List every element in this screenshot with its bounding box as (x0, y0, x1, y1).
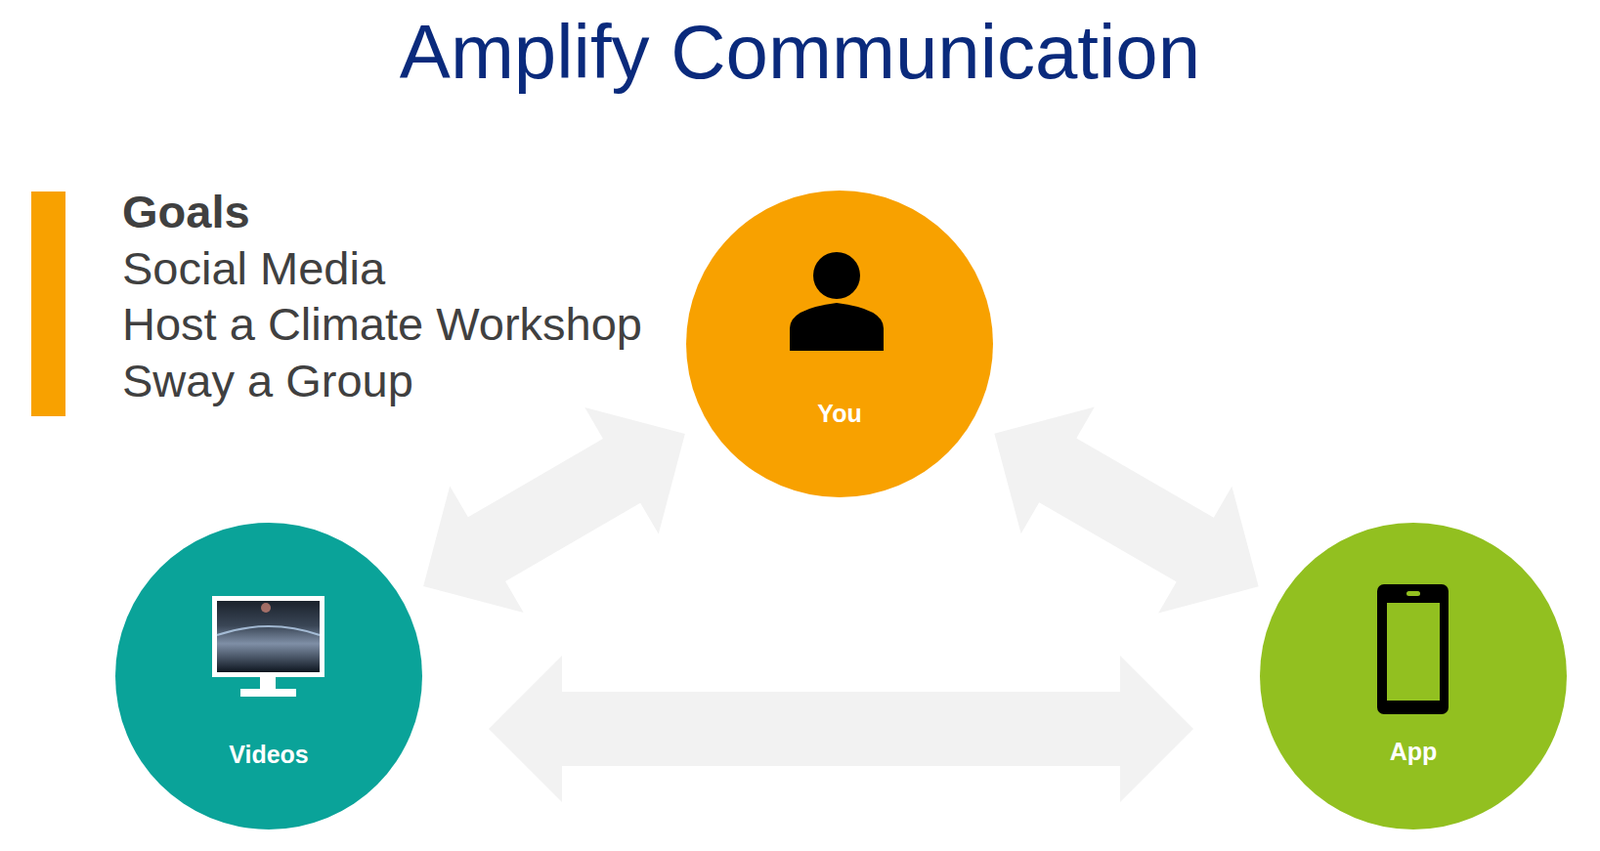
goal-item: Sway a Group (122, 352, 729, 410)
monitor-base (240, 689, 297, 697)
diagram-title: Amplify Communication (0, 7, 1600, 96)
monitor-neck (259, 677, 276, 690)
node-label: Videos (115, 739, 423, 770)
goal-item: Host a Climate Workshop (122, 296, 729, 353)
node-label: You (686, 398, 994, 429)
node-circle: App (1259, 522, 1567, 830)
monitor-frame (212, 596, 325, 678)
double-arrow (488, 655, 1194, 803)
circle-outline (1259, 522, 1567, 830)
goal-item: Social Media (122, 240, 729, 298)
double-arrow (423, 407, 686, 613)
person-icon (789, 252, 884, 351)
person-head (813, 252, 861, 300)
phone-speaker (1406, 591, 1421, 597)
circle-outline (115, 522, 423, 830)
goals-heading: Goals (122, 183, 729, 241)
circle-fill (686, 190, 994, 498)
node-label: App (1259, 736, 1567, 767)
person-body (789, 302, 884, 351)
accent-bar (31, 191, 66, 417)
circle-fill (115, 522, 423, 830)
phone-icon (1377, 584, 1449, 715)
phone-body (1377, 584, 1449, 715)
circle-fill (1259, 522, 1567, 830)
sun-glow (260, 603, 271, 613)
monitor-icon (212, 596, 325, 697)
double-arrow (994, 406, 1258, 613)
node-circle: You (686, 190, 994, 498)
goals-block: GoalsSocial MediaHost a Climate Workshop… (122, 183, 729, 409)
circle-outline (686, 190, 994, 498)
monitor-screen (216, 601, 320, 673)
phone-screen (1386, 603, 1440, 701)
node-circle: Videos (115, 522, 423, 830)
earth-horizon (216, 626, 320, 636)
